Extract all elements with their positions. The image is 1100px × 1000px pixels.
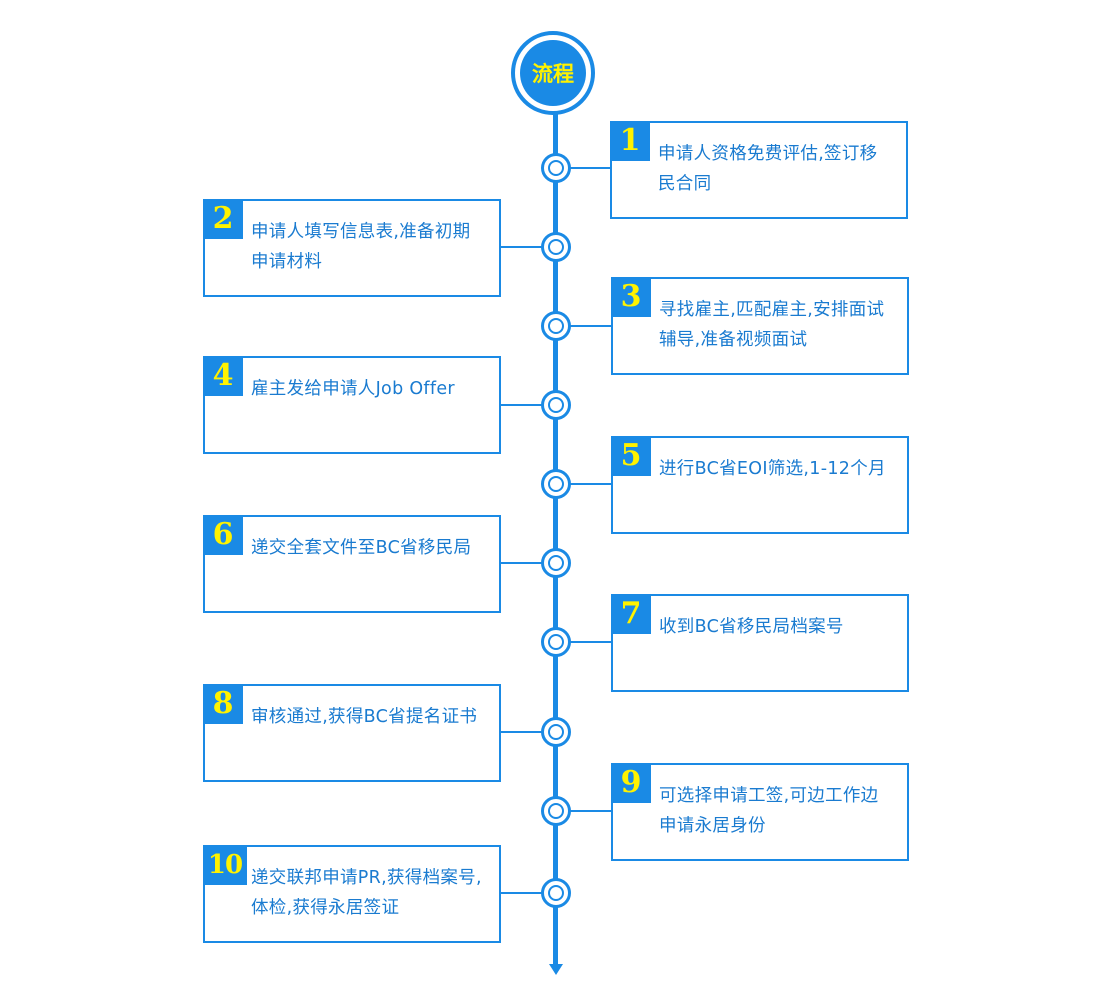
step-9: 9 可选择申请工签,可边工作边申请永居身份 bbox=[611, 763, 909, 861]
step-number: 3 bbox=[611, 277, 651, 317]
timeline-node-1 bbox=[541, 153, 571, 183]
step-1: 1 申请人资格免费评估,签订移民合同 bbox=[610, 121, 908, 219]
timeline-arrow-icon bbox=[549, 964, 563, 975]
timeline-node-4 bbox=[541, 390, 571, 420]
step-number: 8 bbox=[203, 684, 243, 724]
step-5: 5 进行BC省EOI筛选,1-12个月 bbox=[611, 436, 909, 534]
step-6: 6 递交全套文件至BC省移民局 bbox=[203, 515, 501, 613]
step-3: 3 寻找雇主,匹配雇主,安排面试辅导,准备视频面试 bbox=[611, 277, 909, 375]
timeline-node-8 bbox=[541, 717, 571, 747]
timeline-node-7 bbox=[541, 627, 571, 657]
connector-2 bbox=[500, 246, 543, 248]
step-number: 5 bbox=[611, 436, 651, 476]
step-text: 可选择申请工签,可边工作边申请永居身份 bbox=[659, 786, 879, 836]
timeline-node-3 bbox=[541, 311, 571, 341]
connector-3 bbox=[569, 325, 612, 327]
step-text: 收到BC省移民局档案号 bbox=[659, 617, 844, 637]
timeline-node-10 bbox=[541, 878, 571, 908]
step-number: 1 bbox=[610, 121, 650, 161]
step-text: 审核通过,获得BC省提名证书 bbox=[251, 707, 478, 727]
step-number: 7 bbox=[611, 594, 651, 634]
step-number: 10 bbox=[203, 845, 247, 885]
step-number: 6 bbox=[203, 515, 243, 555]
step-text: 申请人资格免费评估,签订移民合同 bbox=[658, 144, 878, 194]
connector-7 bbox=[569, 641, 612, 643]
step-text: 雇主发给申请人Job Offer bbox=[251, 379, 455, 399]
connector-10 bbox=[500, 892, 543, 894]
timeline-spine bbox=[553, 110, 558, 968]
step-2: 2 申请人填写信息表,准备初期申请材料 bbox=[203, 199, 501, 297]
timeline-node-5 bbox=[541, 469, 571, 499]
step-8: 8 审核通过,获得BC省提名证书 bbox=[203, 684, 501, 782]
timeline-node-6 bbox=[541, 548, 571, 578]
connector-8 bbox=[500, 731, 543, 733]
step-10: 10 递交联邦申请PR,获得档案号,体检,获得永居签证 bbox=[203, 845, 501, 943]
step-text: 寻找雇主,匹配雇主,安排面试辅导,准备视频面试 bbox=[659, 300, 885, 350]
connector-4 bbox=[500, 404, 543, 406]
step-text: 进行BC省EOI筛选,1-12个月 bbox=[659, 459, 886, 479]
connector-5 bbox=[569, 483, 612, 485]
connector-9 bbox=[569, 810, 612, 812]
connector-1 bbox=[569, 167, 612, 169]
timeline-node-9 bbox=[541, 796, 571, 826]
step-text: 递交全套文件至BC省移民局 bbox=[251, 538, 472, 558]
step-number: 4 bbox=[203, 356, 243, 396]
step-number: 2 bbox=[203, 199, 243, 239]
header-title: 流程 bbox=[520, 40, 586, 106]
step-4: 4 雇主发给申请人Job Offer bbox=[203, 356, 501, 454]
timeline-node-2 bbox=[541, 232, 571, 262]
step-text: 递交联邦申请PR,获得档案号,体检,获得永居签证 bbox=[251, 868, 482, 918]
step-text: 申请人填写信息表,准备初期申请材料 bbox=[251, 222, 471, 272]
step-7: 7 收到BC省移民局档案号 bbox=[611, 594, 909, 692]
step-number: 9 bbox=[611, 763, 651, 803]
connector-6 bbox=[500, 562, 543, 564]
